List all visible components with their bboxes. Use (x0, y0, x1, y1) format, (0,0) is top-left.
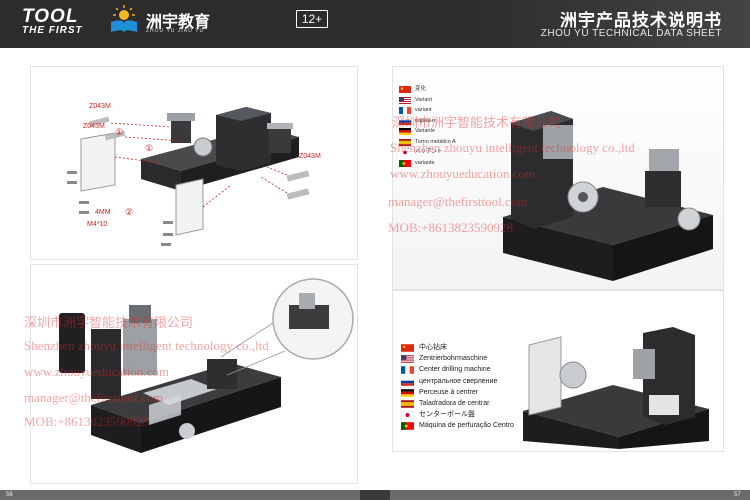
footer-bar-left (0, 490, 360, 500)
flag-portugal-icon (399, 159, 411, 167)
watermark-website: www.zhouyueducation.com (390, 166, 536, 181)
watermark-website: www.zhouyueducation.com (24, 364, 170, 379)
assembly-diagram (67, 107, 310, 246)
step-marker-1a: ① (115, 127, 124, 137)
legend-row-de: Perceuse à centrer (401, 388, 514, 399)
brand-name-pinyin: ZHOU YU JIAO YU (146, 28, 205, 34)
step-marker-2: ② (125, 207, 134, 217)
legend-row-es: Taladradora de centrar (401, 399, 514, 410)
footer-bar-right (390, 490, 750, 500)
lathe-variant-photo (503, 111, 713, 281)
legend-text: Máquina de perfuração Centro (419, 422, 514, 430)
flag-france-icon (399, 107, 411, 114)
watermark-email: manager@thefirsttool.com (24, 390, 164, 405)
legend-row-es: Torno metálico A (399, 138, 456, 149)
doc-title-cn: 洲宇产品技术说明书 (560, 11, 722, 30)
flag-china-icon (399, 86, 411, 93)
flag-portugal-icon (401, 422, 414, 431)
legend-row-de: Variante (399, 127, 456, 138)
legend-text: 中心钻床 (419, 344, 447, 351)
page-box: 12+ (296, 10, 328, 28)
flag-spain-icon (399, 138, 411, 146)
legend-text: Variant (415, 96, 433, 103)
brand-name-cn: 洲宇教育 (146, 14, 211, 31)
page-number-left: 56 (6, 492, 13, 498)
legend-text: 变化 (415, 86, 427, 92)
legend-text: variante (415, 159, 435, 166)
machine-photo-panel (30, 264, 358, 484)
logo-the-first: THE FIRST (22, 25, 83, 36)
callout-z043m-1: Z043M (89, 103, 111, 110)
assembly-diagram-panel: Z043M Z043M Z043M 4MM M4*10 ① ① ② (30, 66, 358, 260)
legend-row-jp: バリアント (399, 148, 456, 159)
watermark-company-cn: 深圳市洲宇智能技术有限公司 (24, 315, 194, 330)
legend-row-fr: Center drilling machine (401, 365, 514, 376)
language-legend-center-drill: 中心钻床 Zentrierbohrmaschine Center drillin… (401, 343, 514, 433)
watermark-email: manager@thefirsttool.com (388, 194, 528, 209)
language-legend-variant: 变化 Variant variant вариант Variante Torn… (399, 85, 456, 169)
flag-japan-icon (399, 149, 411, 156)
legend-text: variant (415, 107, 432, 113)
callout-m4x10: M4*10 (87, 221, 108, 228)
legend-text: центральное сверление (419, 377, 498, 385)
flag-usa-icon (399, 96, 411, 104)
watermark-mobile: MOB:+8613823590928 (24, 414, 150, 429)
legend-row-pt: Máquina de perfuração Centro (401, 421, 514, 432)
flag-usa-icon (401, 355, 414, 363)
step-marker-1b: ① (145, 143, 154, 153)
watermark-mobile: MOB:+8613823590928 (388, 220, 514, 235)
flag-russia-icon (401, 377, 414, 386)
flag-china-icon (401, 344, 414, 352)
legend-row-us: Variant (399, 96, 456, 107)
legend-text: Variante (415, 128, 436, 134)
header-gradient (450, 0, 750, 48)
page-number-right: 57 (734, 492, 741, 498)
legend-text: Center drilling machine (419, 366, 491, 374)
book-sun-icon (111, 5, 137, 33)
flag-germany-icon (401, 388, 414, 397)
legend-text: Zentrierbohrmaschine (419, 355, 488, 363)
watermark-company-en: Shenzhen zhouyu intelligent technology c… (390, 140, 635, 155)
legend-text: вариант (415, 117, 436, 124)
center-drill-panel: 中心钻床 Zentrierbohrmaschine Center drillin… (392, 290, 724, 452)
legend-text: Taladradora de centrar (419, 399, 490, 407)
watermark-company-cn: 深圳市洲宇智能技术有限公司 (392, 115, 562, 130)
flag-germany-icon (399, 128, 411, 135)
legend-text: Torno metálico A (415, 138, 456, 145)
watermark-company-en: Shenzhen zhouyu intelligent technology c… (24, 338, 269, 353)
callout-z043m-3: Z043M (299, 153, 321, 160)
variant-photo-panel: 变化 Variant variant вариант Variante Torn… (392, 66, 724, 290)
doc-title-en: ZHOU YU TECHNICAL DATA SHEET (540, 28, 722, 39)
legend-row-jp: センターボール盤 (401, 410, 514, 421)
legend-row-cn: 变化 (399, 85, 456, 96)
legend-row-cn: 中心钻床 (401, 343, 514, 354)
machine-photo (59, 278, 354, 453)
legend-row-ru: центральное сверление (401, 377, 514, 388)
center-drill-photo (523, 327, 709, 449)
legend-row-ru: вариант (399, 117, 456, 128)
flag-russia-icon (399, 117, 411, 125)
legend-text: Perceuse à centrer (419, 388, 479, 396)
legend-row-us: Zentrierbohrmaschine (401, 354, 514, 365)
footer-bar (0, 490, 750, 500)
legend-text: バリアント (415, 149, 443, 155)
legend-row-pt: variante (399, 159, 456, 170)
legend-row-fr: variant (399, 106, 456, 117)
callout-z043m-2: Z043M (83, 123, 105, 130)
flag-france-icon (401, 366, 414, 375)
flag-japan-icon (401, 411, 414, 420)
callout-4mm: 4MM (95, 209, 111, 216)
legend-text: センターボール盤 (419, 411, 475, 419)
flag-spain-icon (401, 400, 414, 408)
logo-tool: TOOL (22, 6, 79, 27)
